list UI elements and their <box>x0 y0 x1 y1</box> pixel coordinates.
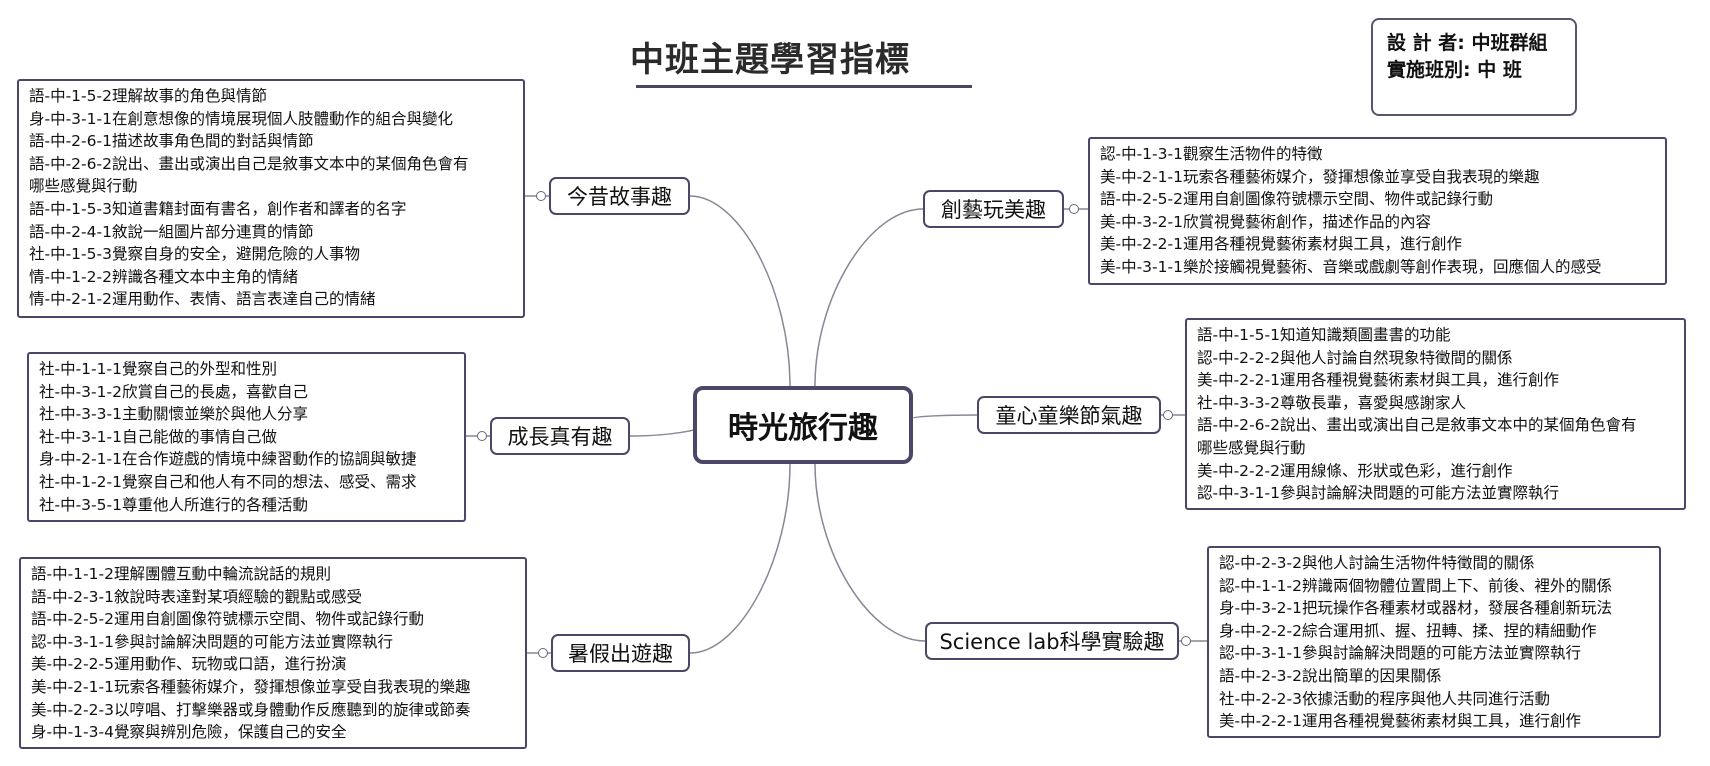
branch-growth-node[interactable]: 成長真有趣 <box>490 417 630 455</box>
indicator-item: 美-中-2-2-2運用線條、形狀或色彩，進行創作 <box>1197 461 1513 480</box>
branch-festival-details: 語-中-1-5-1知道知識類圖畫書的功能 認-中-2-2-2與他人討論自然現象特… <box>1185 318 1686 510</box>
indicator-item: 美-中-2-1-1玩索各種藝術媒介，發揮想像並享受自我表現的樂趣 <box>1100 167 1540 186</box>
designer-line: 設 計 者: 中班群組 <box>1387 32 1548 54</box>
branch-science-node[interactable]: Science lab科學實驗趣 <box>925 622 1179 660</box>
collapse-knob-icon[interactable] <box>1069 204 1079 214</box>
indicator-item: 語-中-1-5-2理解故事的角色與情節 <box>29 87 267 105</box>
indicator-item: 語-中-2-5-2運用自創圖像符號標示空間、物件或記錄行動 <box>31 610 424 629</box>
designer-info-box: 設 計 者: 中班群組 實施班別: 中 班 <box>1371 18 1577 116</box>
indicator-item: 美-中-2-2-1運用各種視覺藝術素材與工具，進行創作 <box>1219 712 1581 731</box>
branch-summer-node[interactable]: 暑假出遊趣 <box>551 634 690 672</box>
collapse-knob-icon[interactable] <box>1181 636 1191 646</box>
page-title: 中班主題學習指標 <box>630 40 910 80</box>
indicator-item: 美-中-2-2-1運用各種視覺藝術素材與工具，進行創作 <box>1100 235 1462 254</box>
indicator-item: 身-中-3-2-1把玩操作各種素材或器材，發展各種創新玩法 <box>1219 599 1612 618</box>
indicator-item: 語-中-2-3-1敘說時表達對某項經驗的觀點或感受 <box>31 587 362 606</box>
indicator-item: 語-中-1-5-1知道知識類圖畫書的功能 <box>1197 326 1451 344</box>
center-topic-node[interactable]: 時光旅行趣 <box>693 386 913 464</box>
indicator-item: 情-中-1-2-2辨識各種文本中主角的情緒 <box>29 267 298 286</box>
branch-festival-node[interactable]: 童心童樂節氣趣 <box>977 396 1161 434</box>
indicator-item: 情-中-2-1-2運用動作、表情、語言表達自己的情緒 <box>29 290 376 309</box>
indicator-item: 美-中-2-1-1玩索各種藝術媒介，發揮想像並享受自我表現的樂趣 <box>31 677 471 696</box>
indicator-item: 哪些感覺與行動 <box>1197 438 1306 457</box>
indicator-item: 哪些感覺與行動 <box>29 177 138 196</box>
indicator-item: 認-中-1-3-1觀察生活物件的特徵 <box>1100 145 1323 163</box>
indicator-item: 美-中-2-2-1運用各種視覺藝術素材與工具，進行創作 <box>1197 371 1559 390</box>
branch-summer-details: 語-中-1-1-2理解團體互動中輪流說話的規則 語-中-2-3-1敘說時表達對某… <box>19 557 527 749</box>
branch-science-details: 認-中-2-3-2與他人討論生活物件特徵間的關係 認-中-1-1-2辨識兩個物體… <box>1207 546 1661 738</box>
indicator-item: 社-中-2-2-3依據活動的程序與他人共同進行活動 <box>1219 689 1550 708</box>
indicator-item: 語-中-2-5-2運用自創圖像符號標示空間、物件或記錄行動 <box>1100 190 1493 209</box>
indicator-item: 身-中-2-1-1在合作遊戲的情境中練習動作的協調與敏捷 <box>39 450 417 469</box>
collapse-knob-icon[interactable] <box>477 431 487 441</box>
connector-festival <box>912 414 978 419</box>
indicator-item: 認-中-2-3-2與他人討論生活物件特徵間的關係 <box>1219 554 1535 572</box>
indicator-item: 社-中-3-5-1尊重他人所進行的各種活動 <box>39 495 308 514</box>
indicator-item: 認-中-3-1-1參與討論解決問題的可能方法並實際執行 <box>31 632 393 651</box>
indicator-item: 社-中-3-3-2尊敬長輩，喜愛與感謝家人 <box>1197 393 1466 412</box>
indicator-item: 身-中-2-2-2綜合運用抓、握、扭轉、揉、捏的精細動作 <box>1219 621 1597 640</box>
indicator-item: 認-中-3-1-1參與討論解決問題的可能方法並實際執行 <box>1219 644 1581 663</box>
indicator-item: 認-中-2-2-2與他人討論自然現象特徵間的關係 <box>1197 348 1513 367</box>
indicator-item: 社-中-3-1-2欣賞自己的長處，喜歡自己 <box>39 382 308 401</box>
indicator-item: 社-中-3-1-1自己能做的事情自己做 <box>39 427 277 446</box>
branch-art-node[interactable]: 創藝玩美趣 <box>923 190 1064 228</box>
connector-story <box>689 195 791 387</box>
indicator-item: 社-中-3-3-1主動關懷並樂於與他人分享 <box>39 405 308 424</box>
indicator-item: 語-中-1-1-2理解團體互動中輪流說話的規則 <box>31 565 331 583</box>
branch-story-details: 語-中-1-5-2理解故事的角色與情節 身-中-3-1-1在創意想像的情境展現個… <box>17 79 525 318</box>
indicator-item: 美-中-2-2-5運用動作、玩物或口語，進行扮演 <box>31 655 347 674</box>
title-underline <box>636 85 972 88</box>
indicator-item: 語-中-2-6-2說出、畫出或演出自己是敘事文本中的某個角色會有 <box>1197 416 1637 435</box>
indicator-item: 美-中-2-2-3以哼唱、打擊樂器或身體動作反應聽到的旋律或節奏 <box>31 700 471 719</box>
indicator-item: 社-中-1-2-1覺察自己和他人有不同的想法、感受、需求 <box>39 472 417 491</box>
connector-art <box>814 208 924 387</box>
indicator-item: 語-中-1-5-3知道書籍封面有書名，創作者和譯者的名字 <box>29 199 407 218</box>
branch-growth-details: 社-中-1-1-1覺察自己的外型和性別 社-中-3-1-2欣賞自己的長處，喜歡自… <box>27 352 466 522</box>
branch-story-node[interactable]: 今昔故事趣 <box>549 177 690 215</box>
indicator-item: 語-中-2-3-2說出簡單的因果關係 <box>1219 666 1442 685</box>
connector-science <box>814 463 926 642</box>
indicator-item: 美-中-3-2-1欣賞視覺藝術創作，描述作品的內容 <box>1100 212 1431 231</box>
indicator-item: 身-中-1-3-4覺察與辨別危險，保護自己的安全 <box>31 723 347 742</box>
branch-art-details: 認-中-1-3-1觀察生活物件的特徵 美-中-2-1-1玩索各種藝術媒介，發揮想… <box>1088 137 1667 285</box>
collapse-knob-icon[interactable] <box>1163 410 1173 420</box>
indicator-item: 語-中-2-4-1敘說一組圖片部分連貫的情節 <box>29 222 314 241</box>
connector-summer <box>689 463 791 654</box>
indicator-item: 認-中-3-1-1參與討論解決問題的可能方法並實際執行 <box>1197 484 1559 503</box>
indicator-item: 美-中-3-1-1樂於接觸視覺藝術、音樂或戲劇等創作表現，回應個人的感受 <box>1100 257 1602 276</box>
collapse-knob-icon[interactable] <box>536 191 546 201</box>
indicator-item: 認-中-1-1-2辨識兩個物體位置間上下、前後、裡外的關係 <box>1219 576 1612 595</box>
indicator-item: 語-中-2-6-1描述故事角色間的對話與情節 <box>29 132 314 151</box>
indicator-item: 語-中-2-6-2說出、畫出或演出自己是敘事文本中的某個角色會有 <box>29 154 469 173</box>
collapse-knob-icon[interactable] <box>538 648 548 658</box>
class-line: 實施班別: 中 班 <box>1387 59 1522 81</box>
indicator-item: 社-中-1-1-1覺察自己的外型和性別 <box>39 360 277 378</box>
indicator-item: 身-中-3-1-1在創意想像的情境展現個人肢體動作的組合與變化 <box>29 109 453 128</box>
indicator-item: 社-中-1-5-3覺察自身的安全，避開危險的人事物 <box>29 245 360 264</box>
